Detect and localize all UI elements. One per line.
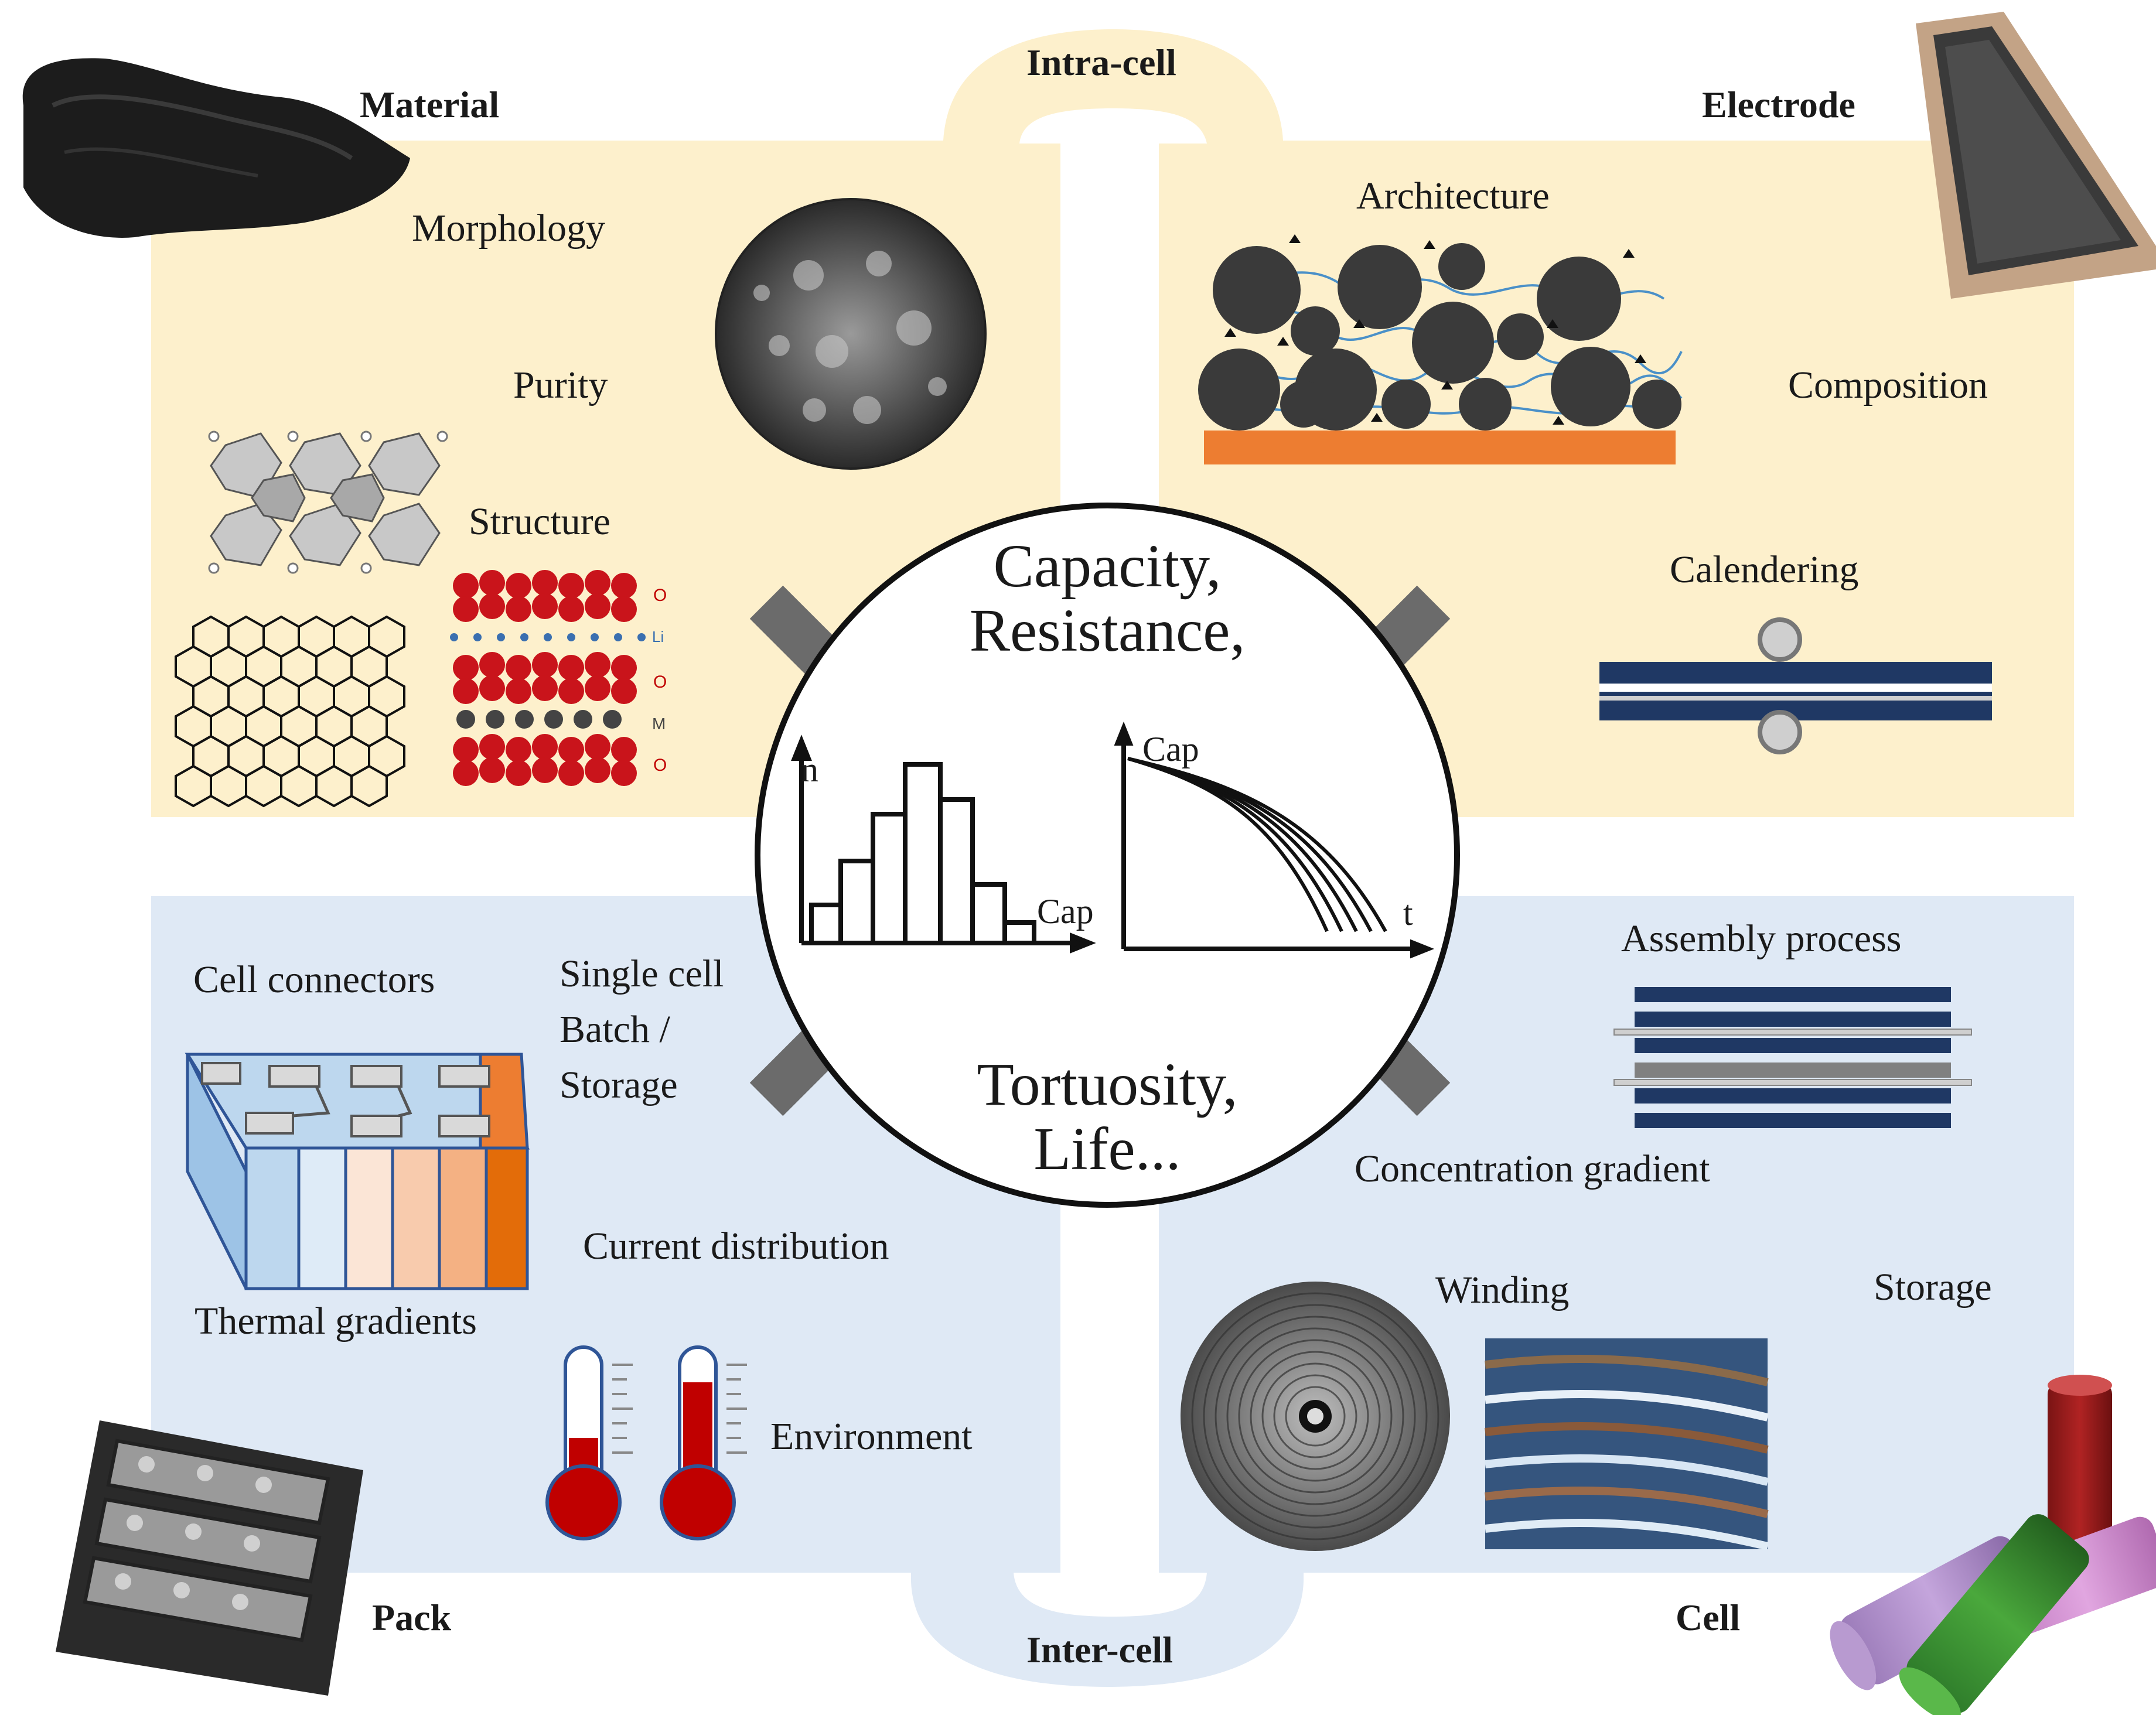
layer-label-o1: O (653, 586, 667, 605)
capacity-histogram (791, 734, 1096, 954)
electrode-label: Electrode (1702, 84, 1855, 125)
sem-micrograph-circle (715, 198, 987, 470)
assembly-process-label: Assembly process (1621, 917, 1902, 960)
layer-label-o3: O (653, 756, 667, 775)
layer-label-o2: O (653, 672, 667, 692)
center-top-line1: Capacity, (993, 532, 1222, 600)
center-top-line2: Resistance, (969, 597, 1246, 664)
fade-x-label: t (1403, 894, 1413, 932)
structure-oxygen-dots (208, 431, 448, 574)
calendering-label: Calendering (1670, 548, 1859, 591)
structure-label: Structure (469, 500, 610, 543)
histogram-y-label: n (801, 750, 818, 789)
assembly-stack-illustration (1613, 987, 1972, 1128)
composition-label: Composition (1788, 364, 1988, 406)
winding-label: Winding (1435, 1269, 1570, 1311)
center-bottom-line1: Tortuosity, (977, 1051, 1238, 1118)
histogram-x-label: Cap (1037, 892, 1094, 931)
single-cell-label: Single cell (560, 952, 724, 995)
storage-label-cell: Storage (1874, 1266, 1992, 1309)
thermometer-high (660, 1345, 747, 1540)
purity-label: Purity (513, 364, 608, 406)
batch-label: Batch / (560, 1008, 670, 1051)
cell-label: Cell (1676, 1597, 1741, 1638)
electrode-architecture-illustration (1198, 234, 1683, 464)
current-distribution-label: Current distribution (583, 1225, 889, 1268)
environment-label: Environment (770, 1415, 973, 1458)
architecture-label: Architecture (1356, 175, 1550, 217)
calendering-illustration (1599, 617, 1992, 754)
jellyroll-ct-scan (1181, 1282, 1450, 1551)
layer-label-m: M (652, 715, 666, 733)
thermal-gradients-label: Thermal gradients (195, 1300, 477, 1342)
electrode-sheet-photo (1916, 12, 2156, 299)
material-label: Material (360, 84, 500, 125)
graphene-hexagon-lattice (175, 615, 405, 807)
layered-oxide-structure (450, 570, 646, 786)
center-circle (755, 503, 1460, 1208)
inter-cell-label: Inter-cell (1026, 1629, 1173, 1670)
inter-cell-loop-hole (1014, 1573, 1207, 1617)
capacity-fade-plot (1114, 721, 1435, 959)
morphology-label: Morphology (412, 207, 605, 250)
battery-pack-photo (56, 1420, 363, 1696)
cylindrical-cells-photo (1830, 1375, 2156, 1715)
winding-cross-section-photo (1485, 1338, 1769, 1550)
fade-y-label: Cap (1142, 730, 1199, 768)
intra-cell-loop-hole (1019, 108, 1207, 144)
graphite-powder-photo (22, 58, 411, 238)
center-bottom-line2: Life... (1033, 1115, 1181, 1183)
layer-label-li: Li (652, 628, 664, 645)
polyhedral-crystal-structure (210, 432, 441, 566)
thermometer-low (545, 1345, 633, 1540)
module-cell-connectors-illustration (185, 1053, 530, 1290)
intra-cell-label: Intra-cell (1026, 42, 1176, 83)
cell-connectors-label: Cell connectors (193, 958, 435, 1001)
storage-label-pack: Storage (560, 1064, 678, 1106)
concentration-gradient-label: Concentration gradient (1355, 1147, 1710, 1190)
pack-label: Pack (372, 1597, 452, 1638)
